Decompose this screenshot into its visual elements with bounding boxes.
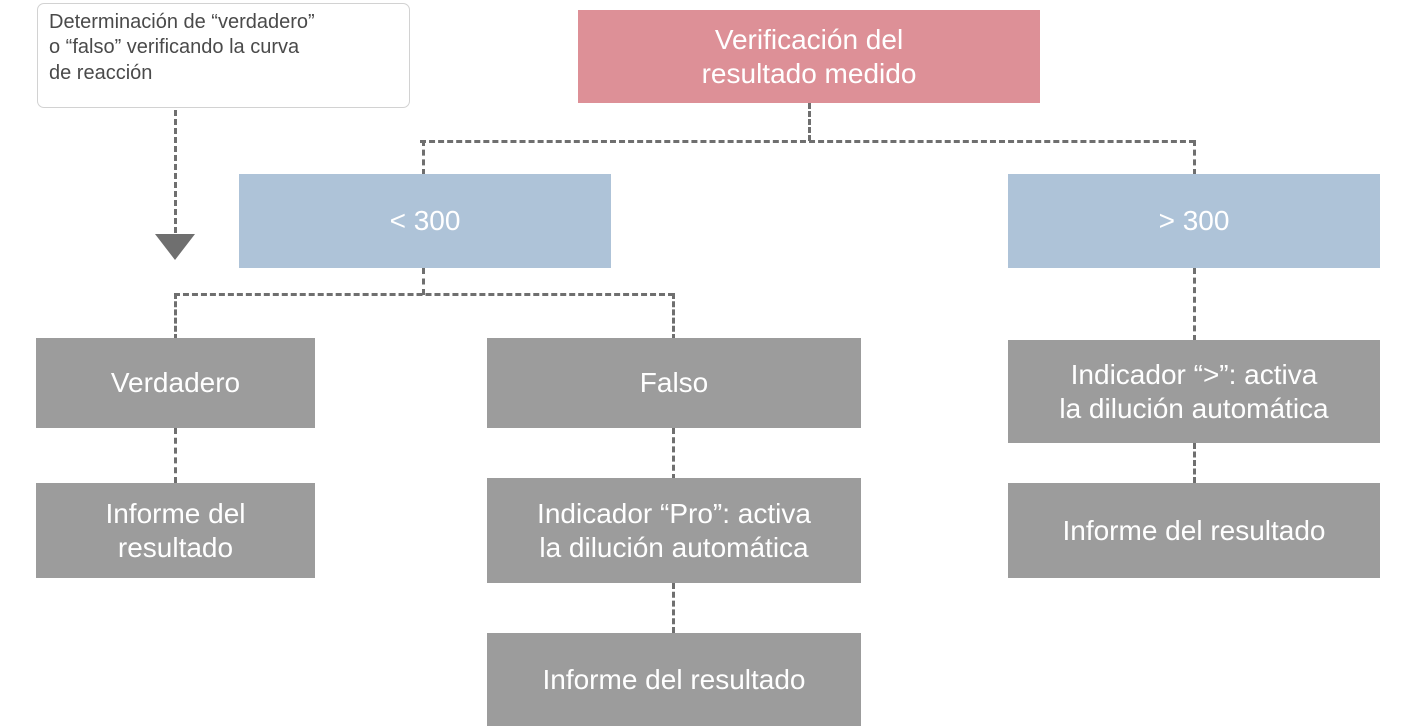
annotation-note: Determinación de “verdadero” o “falso” v… [37,3,410,108]
connector-to-branch-lt300 [422,140,425,175]
connector-lt300-down [422,268,425,295]
node-verdadero-informe-resultado[interactable]: Informe del resultado [36,483,315,578]
connector-verdadero-to-informe [174,428,177,483]
connector-root-down [808,103,811,141]
node-falso[interactable]: Falso [487,338,861,428]
connector-note-to-arrow [174,110,177,242]
connector-root-split-horizontal [420,140,1195,143]
node-verdadero[interactable]: Verdadero [36,338,315,428]
connector-falso-to-indicador-pro [672,428,675,480]
connector-indicador-pro-to-informe [672,583,675,633]
node-branch-gt300[interactable]: > 300 [1008,174,1380,268]
arrow-head-icon [155,234,195,260]
node-gt300-informe-resultado[interactable]: Informe del resultado [1008,483,1380,578]
node-indicador-mayor-que[interactable]: Indicador “>”: activa la dilución automá… [1008,340,1380,443]
connector-lt300-split-horizontal [174,293,674,296]
node-branch-lt300[interactable]: < 300 [239,174,611,268]
node-indicador-pro[interactable]: Indicador “Pro”: activa la dilución auto… [487,478,861,583]
connector-to-falso [672,293,675,340]
connector-to-verdadero [174,293,177,340]
connector-gt300-to-indicador-gt [1193,268,1196,341]
node-root-verificacion[interactable]: Verificación del resultado medido [578,10,1040,103]
node-falso-informe-resultado[interactable]: Informe del resultado [487,633,861,726]
connector-indicador-gt-to-informe [1193,443,1196,483]
connector-to-branch-gt300 [1193,140,1196,175]
